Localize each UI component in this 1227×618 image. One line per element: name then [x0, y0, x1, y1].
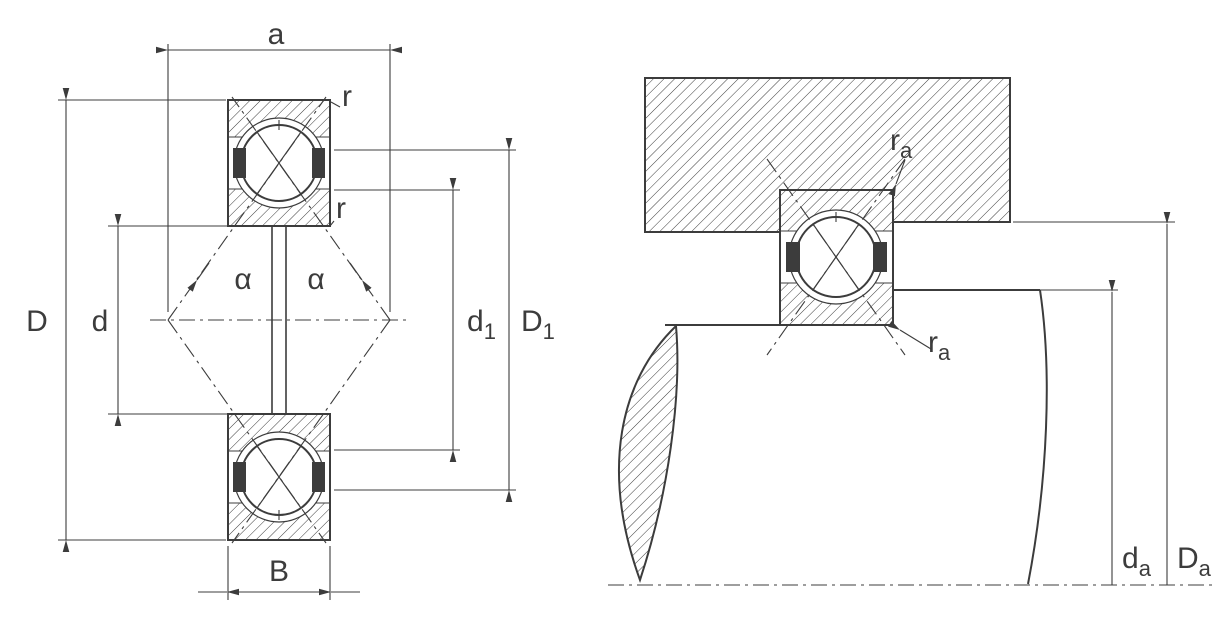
- dim-label-width-B: B: [269, 555, 289, 588]
- fillet-label-ra-housing: ra: [890, 124, 913, 163]
- contact-angle-label-alpha-right: α: [307, 263, 324, 296]
- alpha-arrow-right: [349, 262, 372, 292]
- dim-d: [108, 214, 266, 426]
- radius-label-r-outer: r: [342, 80, 352, 113]
- dim-label-bore-d: d: [92, 305, 109, 338]
- right-view: ra ra da Da: [608, 77, 1215, 586]
- alpha-arrow-left: [187, 262, 210, 292]
- dim-B: [198, 546, 360, 600]
- dim-label-D1: D1: [521, 305, 555, 344]
- dim-label-Da: Da: [1177, 542, 1212, 581]
- contact-shoulder-right: [312, 462, 325, 492]
- bearing-section-top: [227, 99, 331, 227]
- dim-label-a: a: [268, 18, 285, 51]
- dim-D1: [334, 138, 516, 502]
- contact-angle-label-alpha-left: α: [234, 263, 251, 296]
- dim-a: [156, 44, 402, 312]
- dim-D: [58, 88, 226, 552]
- dim-label-da: da: [1122, 542, 1152, 581]
- contact-shoulder-left: [233, 462, 246, 492]
- ra-leader-housing: [888, 159, 906, 197]
- contact-line-diamond: [150, 96, 410, 544]
- contact-shoulder-right: [312, 148, 325, 178]
- bearing-section-mounted: [766, 158, 906, 356]
- dim-d1: [334, 178, 460, 462]
- section-outline: [227, 413, 331, 541]
- section-outline: [779, 189, 894, 326]
- contact-shoulder-right: [873, 242, 887, 272]
- section-outline: [227, 99, 331, 227]
- dim-label-d1: d1: [467, 305, 496, 344]
- ra-leader-shaft: [888, 320, 932, 350]
- dim-label-outer-diameter-D: D: [26, 305, 48, 338]
- shaft-contour-curve: [1027, 289, 1048, 585]
- contact-shoulder-left: [233, 148, 246, 178]
- left-view: a r r D d α α d1: [26, 18, 555, 600]
- fillet-label-ra-shaft: ra: [928, 326, 951, 365]
- radius-label-r-inner: r: [336, 192, 346, 225]
- bearing-section-bottom: [227, 413, 331, 541]
- shaft-break-section: [618, 323, 679, 584]
